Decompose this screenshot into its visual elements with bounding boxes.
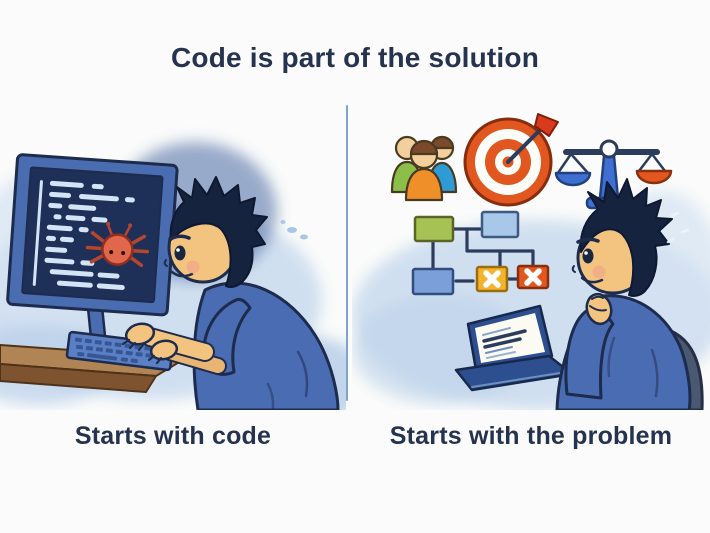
target-icon [463, 113, 559, 207]
left-caption: Starts with code [74, 422, 272, 450]
hands [121, 322, 179, 365]
hair [169, 176, 268, 288]
sparkles [666, 211, 690, 244]
page-title: Code is part of the solution [170, 42, 540, 73]
users-icon [390, 135, 458, 202]
developer-thinking-figure [555, 178, 692, 410]
divider-line [346, 105, 348, 401]
x-mark-icon [524, 268, 542, 286]
right-illustration [352, 113, 710, 410]
laptop-checklist-icon [454, 304, 574, 392]
bug-icon [85, 221, 150, 268]
hair [579, 178, 673, 297]
specks [280, 220, 308, 240]
face [163, 234, 200, 278]
left-illustration [0, 142, 346, 410]
code-lines-icon [32, 180, 135, 291]
flowchart-icon [411, 210, 550, 296]
hand-on-chin [585, 292, 613, 326]
monitor-icon [6, 153, 179, 317]
checklist-lines [482, 327, 527, 359]
right-caption: Starts with the problem [389, 422, 673, 450]
face [571, 237, 606, 284]
developer-typing-figure [121, 176, 340, 410]
x-mark-icon [483, 270, 501, 288]
